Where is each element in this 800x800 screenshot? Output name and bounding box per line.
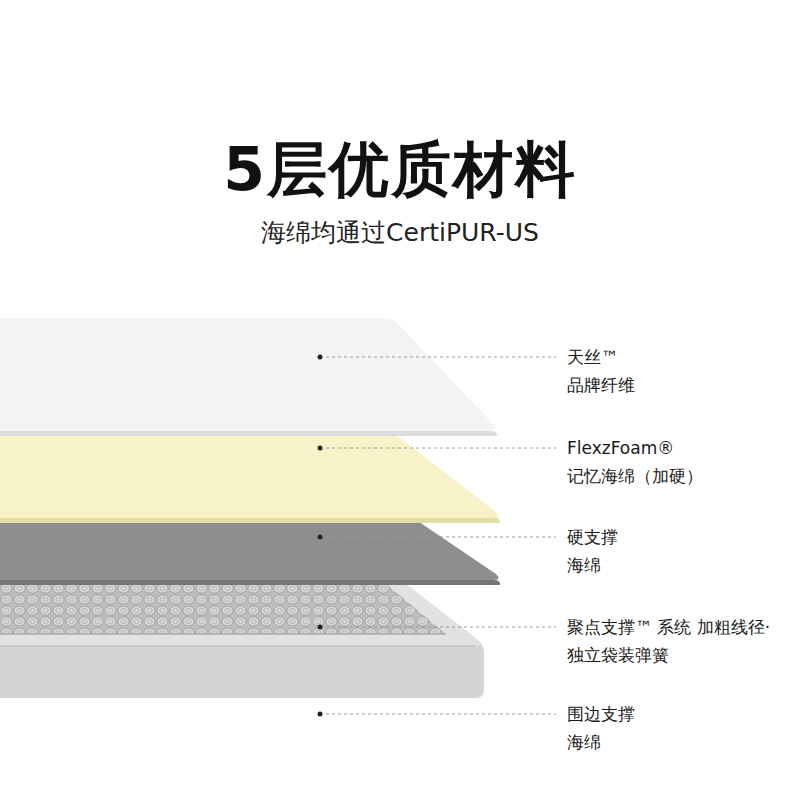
memory-foam-layer — [0, 433, 500, 523]
pocket-spring-layer — [0, 584, 446, 634]
layer-label: FlexzFoam® 记忆海绵（加硬） — [567, 434, 737, 490]
title: 5层优质材料 — [223, 130, 577, 211]
leader-dots — [318, 355, 323, 717]
layer-label: 围边支撑 海绵 — [567, 700, 647, 756]
perimeter-foam-layer — [0, 578, 484, 698]
layer-label: 聚点支撑™ 系统 加粗线径·独立袋装弹簧 — [567, 613, 795, 669]
fabric-layer — [0, 318, 497, 436]
leader-lines — [326, 357, 556, 714]
layer-label: 硬支撑 海绵 — [567, 523, 637, 579]
layer-label: 天丝™ 品牌纤维 — [567, 343, 667, 399]
subtitle: 海绵均通过CertiPUR-US — [261, 216, 539, 249]
